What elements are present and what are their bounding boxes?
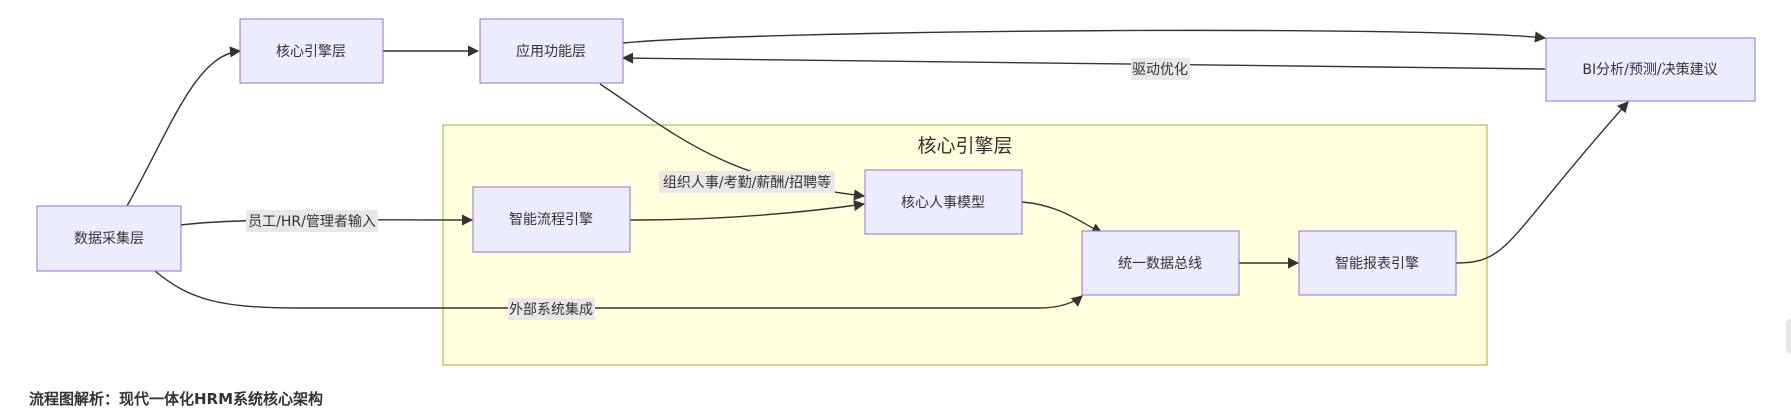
scroll-handle[interactable] (1786, 318, 1791, 354)
node-label: 核心人事模型 (901, 195, 985, 211)
edge-hrmodel-to-bus (1021, 201, 1104, 234)
node-label: 智能流程引擎 (509, 212, 593, 228)
edge-report-to-bi (1455, 101, 1629, 264)
edge-workflow-to-hrmodel (629, 199, 866, 221)
node-label: BI分析/预测/决策建议 (1582, 61, 1717, 78)
node-app-function[interactable]: 应用功能层 (479, 18, 624, 84)
node-label: 应用功能层 (516, 43, 586, 60)
edge-collect-to-bus (154, 270, 1083, 309)
node-label: 统一数据总线 (1118, 256, 1202, 272)
diagram-caption: 流程图解析：现代一体化HRM系统核心架构 (29, 390, 324, 408)
cluster-title: 核心引擎层 (917, 135, 1012, 157)
svg-text:组织人事/考勤/薪酬/招聘等: 组织人事/考勤/薪酬/招聘等 (663, 174, 831, 191)
node-hr-model[interactable]: 核心人事模型 (864, 169, 1023, 235)
edge-label-optimize: 驱动优化 (1131, 58, 1190, 80)
architecture-diagram: 核心引擎层 员工/HR/管理者输入 组织人事/考勤/薪酬/招聘等 外部系统集成 (36, 18, 1756, 366)
node-workflow-engine[interactable]: 智能流程引擎 (472, 186, 631, 253)
edge-collect-to-core (126, 46, 242, 207)
edge-label-integration: 外部系统集成 (508, 298, 595, 320)
svg-text:外部系统集成: 外部系统集成 (509, 301, 593, 318)
node-data-collection[interactable]: 数据采集层 (36, 205, 182, 272)
edge-bi-to-app (621, 52, 1546, 70)
edge-label-modules: 组织人事/考勤/薪酬/招聘等 (659, 171, 835, 193)
nodes: 数据采集层 核心引擎层 应用功能层 BI分析/预测/决策建议 智能流程引擎 核心… (36, 18, 1756, 296)
node-label: 智能报表引擎 (1335, 256, 1419, 272)
node-report-engine[interactable]: 智能报表引擎 (1298, 230, 1457, 296)
node-core-engine[interactable]: 核心引擎层 (239, 18, 384, 84)
node-label: 数据采集层 (74, 230, 144, 247)
node-bi-analysis[interactable]: BI分析/预测/决策建议 (1545, 37, 1756, 102)
svg-text:员工/HR/管理者输入: 员工/HR/管理者输入 (248, 214, 376, 230)
svg-text:驱动优化: 驱动优化 (1132, 62, 1188, 78)
edge-app-to-bi (622, 29, 1547, 44)
edges (126, 29, 1629, 309)
node-data-bus[interactable]: 统一数据总线 (1081, 230, 1240, 296)
node-label: 核心引擎层 (276, 44, 346, 60)
edge-labels: 员工/HR/管理者输入 组织人事/考勤/薪酬/招聘等 外部系统集成 驱动优化 (246, 58, 1190, 320)
edge-label-input: 员工/HR/管理者输入 (246, 210, 378, 232)
